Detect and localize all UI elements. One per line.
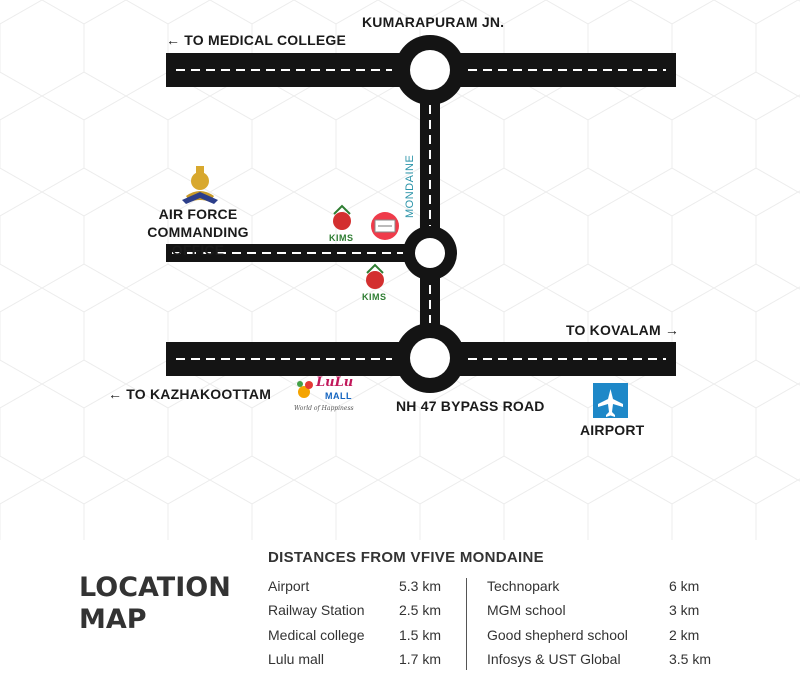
lulu-tagline: World of Happiness (294, 405, 354, 412)
distances-right-column: Technopark 6 km MGM school 3 km Good she… (487, 578, 727, 675)
kumarapuram-junction-label: KUMARAPURAM JN. (362, 14, 505, 30)
kims-label: KIMS (329, 233, 354, 243)
kims-logo-icon (366, 263, 384, 289)
place-name: Infosys & UST Global (487, 650, 621, 667)
mondaine-label: MONDAINE (404, 154, 416, 218)
place-name: Technopark (487, 578, 560, 594)
to-kazhakoottam-label: ← TO KAZHAKOOTTAM (108, 386, 272, 402)
arrow-right-icon: → (664, 322, 680, 338)
lulu-mall-logo-icon (297, 381, 313, 398)
kims-logo-icon (333, 204, 351, 230)
column-divider (466, 578, 467, 670)
location-map (0, 0, 800, 540)
nh47-bypass-road-label: NH 47 BYPASS ROAD (396, 398, 545, 414)
arrow-left-icon: ← (108, 386, 123, 402)
middle-roundabout (403, 226, 457, 280)
place-distance: 3 km (669, 602, 700, 619)
kumarapuram-roundabout (395, 35, 465, 105)
place-distance: 3.5 km (669, 650, 712, 667)
distance-row: MGM school 3 km (487, 602, 727, 626)
place-distance: 1.5 km (399, 626, 442, 643)
distances-left-column: Airport 5.3 km Railway Station 2.5 km Me… (268, 578, 458, 675)
distance-row: Medical college 1.5 km (268, 627, 458, 651)
air-force-road (166, 244, 418, 262)
distance-row: Lulu mall 1.7 km (268, 651, 458, 675)
arrow-left-icon: ← (166, 32, 181, 48)
airport-label: AIRPORT (580, 422, 645, 438)
lulu-mall-logo-text: MALL (325, 391, 352, 401)
place-name: Good shepherd school (487, 626, 628, 643)
distances-heading: DISTANCES FROM VFIVE MONDAINE (268, 549, 544, 566)
distance-row: Railway Station 2.5 km (268, 602, 458, 626)
airplane-icon (593, 383, 628, 418)
place-distance: 1.7 km (399, 650, 442, 667)
place-name: MGM school (487, 602, 566, 619)
air-force-commanding-office-label: AIR FORCE COMMANDING OFFICE (147, 206, 249, 258)
lulu-logo-text: LuLu (316, 375, 354, 390)
to-medical-college-label: ← TO MEDICAL COLLEGE (166, 32, 347, 48)
distance-row: Infosys & UST Global 3.5 km (487, 651, 727, 675)
distance-row: Good shepherd school 2 km (487, 627, 727, 651)
place-distance: 2.5 km (399, 602, 442, 619)
location-map-title: LOCATION MAP (79, 572, 231, 635)
place-name: Medical college (268, 626, 365, 643)
kims-label: KIMS (362, 292, 387, 302)
air-force-emblem-icon (182, 166, 218, 204)
distance-row: Technopark 6 km (487, 578, 727, 602)
place-name: Lulu mall (268, 650, 325, 667)
mondaine-location-pin-icon (371, 212, 399, 240)
distance-row: Airport 5.3 km (268, 578, 458, 602)
connector-road (420, 70, 440, 360)
to-kovalam-label: TO KOVALAM → (566, 322, 680, 338)
hexagon-background-pattern (0, 0, 800, 540)
place-name: Airport (268, 578, 310, 594)
bypass-roundabout (395, 323, 465, 393)
place-distance: 2 km (669, 626, 700, 643)
place-name: Railway Station (268, 602, 365, 619)
place-distance: 5.3 km (399, 578, 442, 594)
place-distance: 6 km (669, 578, 700, 594)
